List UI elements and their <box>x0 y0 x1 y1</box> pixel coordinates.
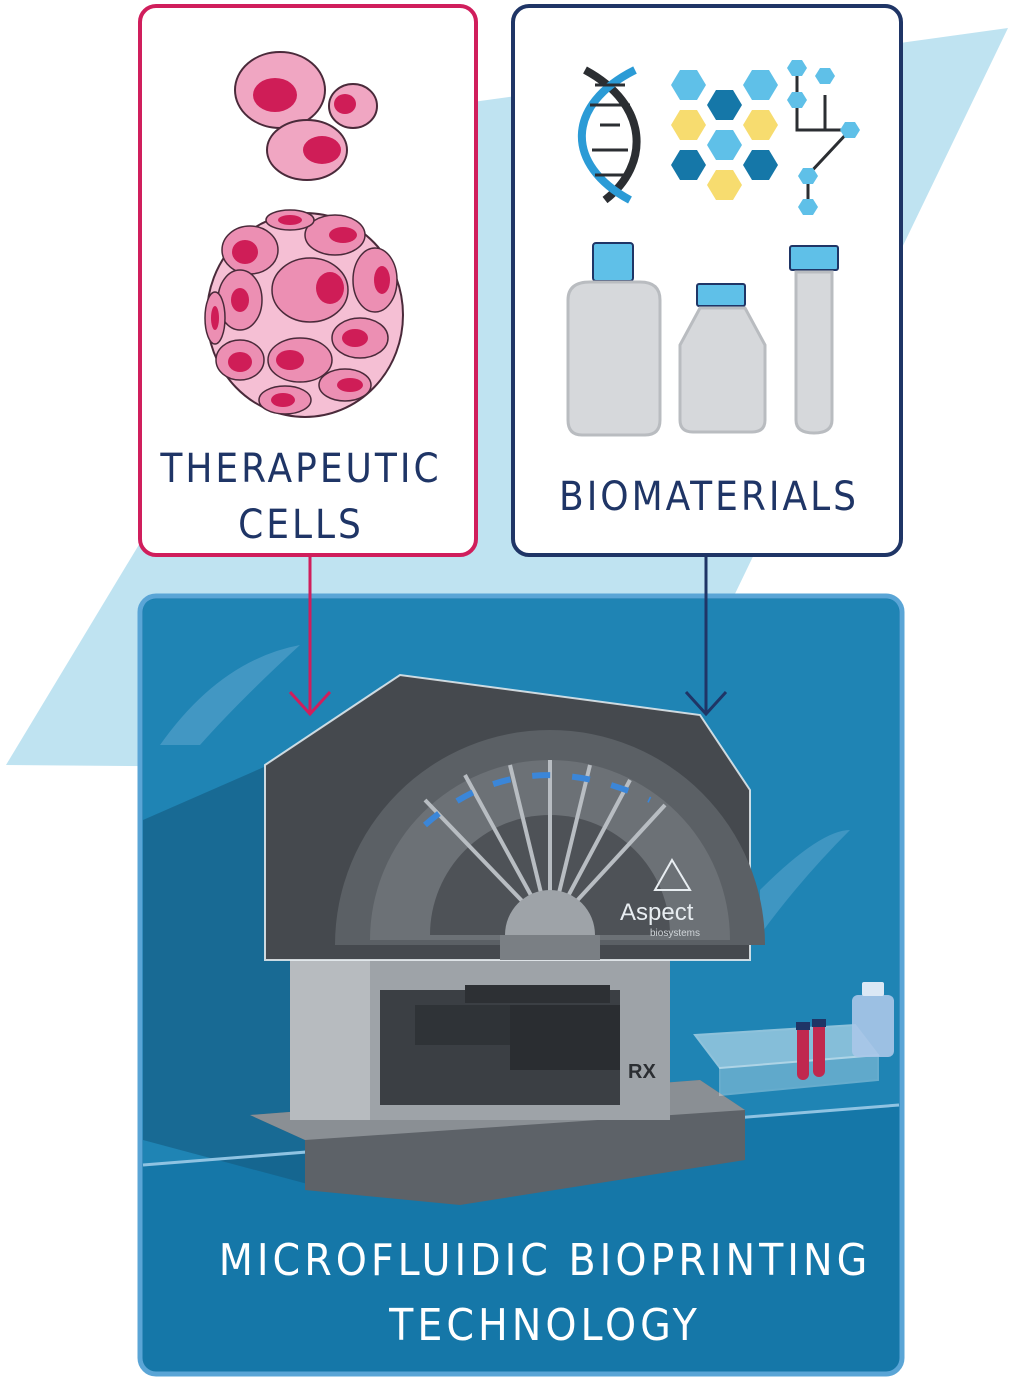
molecular-structure-icon <box>787 60 860 215</box>
media-bottle <box>852 982 894 1057</box>
bottle-large-icon <box>566 242 662 437</box>
printer-model: RX <box>628 1061 656 1083</box>
test-tube-icon <box>789 245 839 435</box>
biomaterials-panel: BIOMATERIALS <box>511 4 903 557</box>
molecule-hexagon-icon <box>671 70 778 200</box>
cells-arrow <box>288 555 332 717</box>
bottle-flask-icon <box>678 283 767 434</box>
sample-tube <box>797 1025 809 1080</box>
cells-title-line1: THERAPEUTIC <box>159 446 441 492</box>
glass-reflection <box>760 830 850 935</box>
cells-title-line2: CELLS <box>238 502 364 548</box>
biomaterials-title: BIOMATERIALS <box>559 474 859 520</box>
technology-title-line1: MICROFLUIDIC BIOPRINTING <box>219 1235 872 1286</box>
single-cell-icon <box>234 51 326 129</box>
single-cell-icon <box>266 119 348 181</box>
bioprinter-illustration: RX Aspect biosystems <box>250 673 765 1205</box>
well-plate <box>693 1019 880 1097</box>
single-cell-icon <box>328 83 378 129</box>
technology-title-line2: TECHNOLOGY <box>388 1300 701 1351</box>
dna-icon <box>577 66 641 204</box>
printer-brand: Aspect <box>620 899 694 926</box>
biomaterials-arrow <box>684 555 728 717</box>
therapeutic-cells-panel: THERAPEUTIC CELLS <box>138 4 478 557</box>
printer-brand-sub: biosystems <box>650 928 700 939</box>
sample-tube <box>813 1022 825 1077</box>
glass-reflection <box>160 645 300 745</box>
brand-logo-icon <box>653 858 692 891</box>
cell-spheroid-icon <box>204 209 404 418</box>
